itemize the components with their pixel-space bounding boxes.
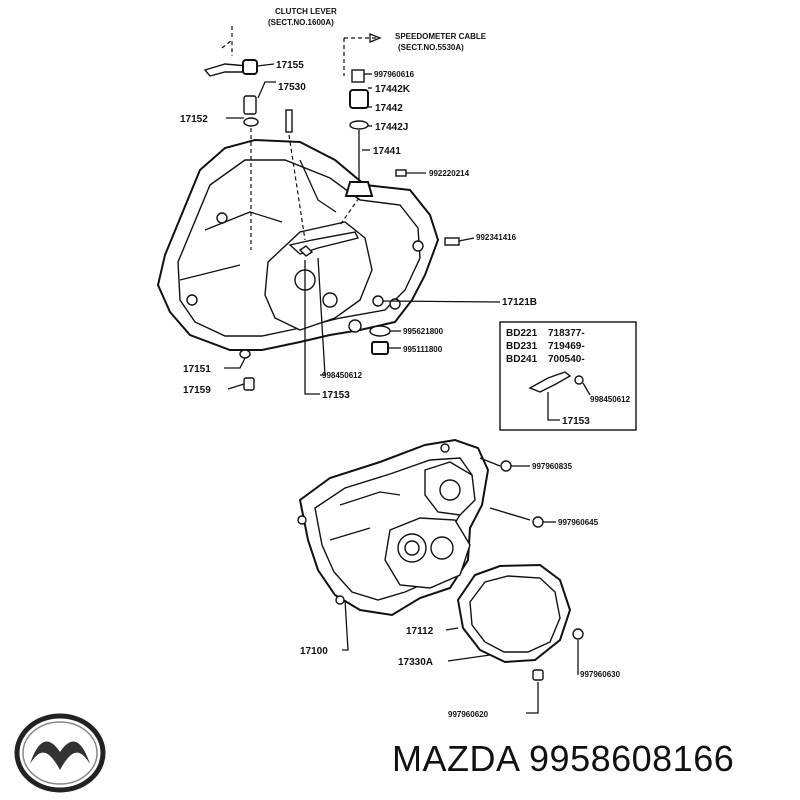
speedometer-cable-ref: SPEEDOMETER CABLE xyxy=(395,32,487,41)
label-17112: 17112 xyxy=(406,626,434,637)
label-997960620: 997960620 xyxy=(448,710,489,719)
label-17155: 17155 xyxy=(276,60,304,71)
transaxle-case-upper xyxy=(156,59,460,391)
label-17121B: 17121B xyxy=(502,297,537,308)
speedometer-sect: (SECT.NO.5530A) xyxy=(398,43,464,52)
label-17100: 17100 xyxy=(300,646,328,657)
label-998450612: 998450612 xyxy=(322,371,363,380)
inset-label-998450612: 998450612 xyxy=(590,395,631,404)
label-997960835: 997960835 xyxy=(532,462,573,471)
label-17442: 17442 xyxy=(375,103,403,114)
clutch-lever-ref: CLUTCH LEVER xyxy=(275,7,337,16)
label-992220214: 992220214 xyxy=(429,169,470,178)
label-17151: 17151 xyxy=(183,364,211,375)
clutch-lever-sect: (SECT.NO.1600A) xyxy=(268,18,334,27)
transaxle-case-lower xyxy=(297,438,584,681)
label-995621800: 995621800 xyxy=(403,327,444,336)
inset-model-2: BD231 xyxy=(506,341,538,352)
label-992341416: 992341416 xyxy=(476,233,517,242)
mazda-logo-icon xyxy=(14,713,106,793)
label-997960630: 997960630 xyxy=(580,670,621,679)
label-17442K: 17442K xyxy=(375,84,411,95)
label-17152: 17152 xyxy=(180,114,208,125)
label-17153: 17153 xyxy=(322,390,350,401)
inset-serial-1: 718377- xyxy=(548,328,585,339)
inset-model-1: BD221 xyxy=(506,328,538,339)
inset-serial-3: 700540- xyxy=(548,354,585,365)
inset-model-3: BD241 xyxy=(506,354,538,365)
label-17442J: 17442J xyxy=(375,122,408,133)
label-17441: 17441 xyxy=(373,146,401,157)
label-17330A: 17330A xyxy=(398,657,433,668)
label-997960645: 997960645 xyxy=(558,518,599,527)
part-number: 9958608166 xyxy=(529,738,735,779)
inset-serial-2: 719469- xyxy=(548,341,585,352)
footer-brand-line: MAZDA 9958608166 xyxy=(392,738,734,780)
brand-name: MAZDA xyxy=(392,738,519,779)
label-995111800: 995111800 xyxy=(403,345,443,354)
label-997960616: 997960616 xyxy=(374,70,415,79)
inset-label-17153: 17153 xyxy=(562,416,590,427)
label-17530: 17530 xyxy=(278,82,306,93)
inset-box: BD221 718377- BD231 719469- BD241 700540… xyxy=(499,321,637,431)
label-17159: 17159 xyxy=(183,385,211,396)
